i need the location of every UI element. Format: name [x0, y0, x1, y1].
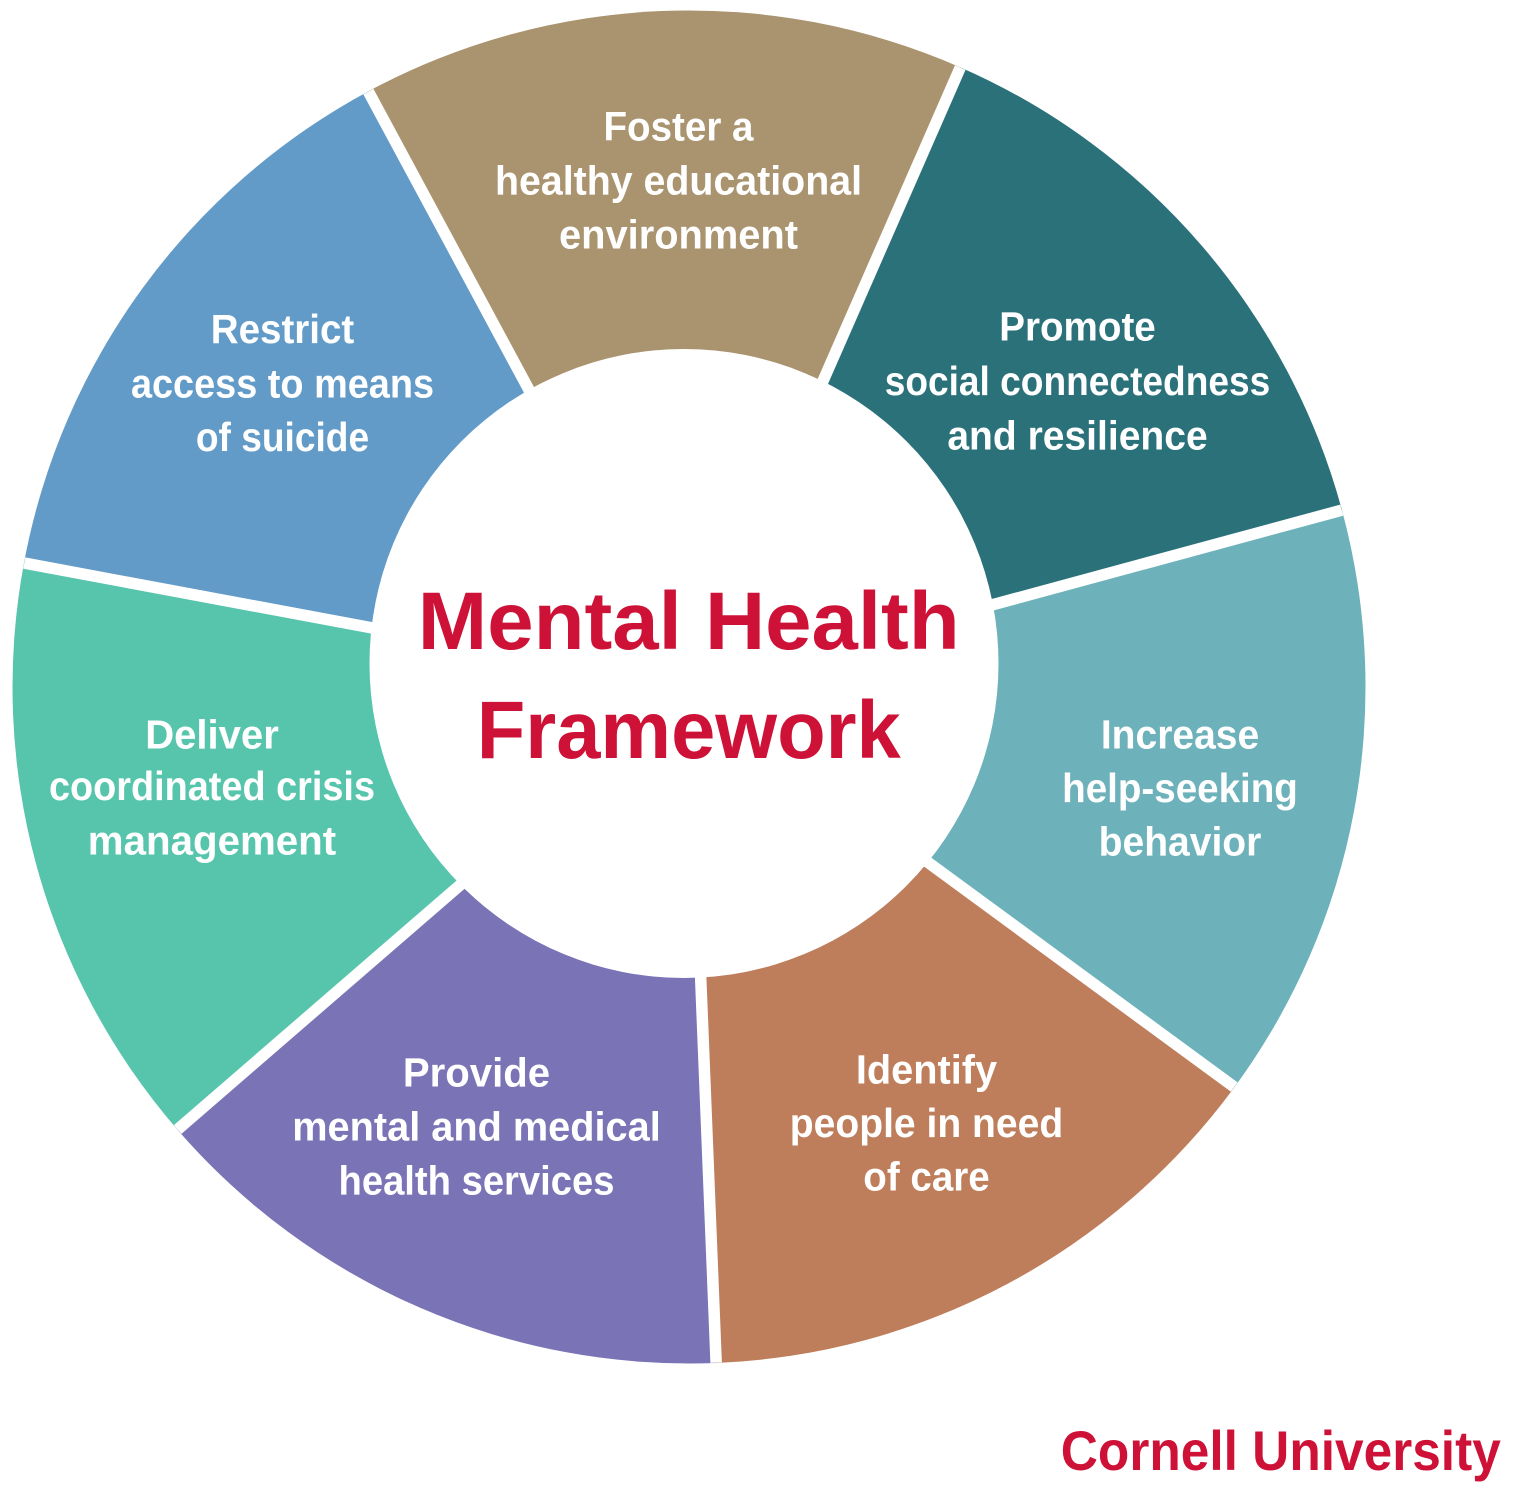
svg-text:Provide: Provide: [403, 1050, 550, 1096]
svg-text:Promote: Promote: [999, 304, 1156, 350]
svg-text:Identify: Identify: [856, 1047, 997, 1093]
svg-text:of care: of care: [863, 1154, 989, 1200]
svg-text:health services: health services: [339, 1158, 615, 1204]
svg-text:and resilience: and resilience: [947, 413, 1207, 459]
svg-text:healthy educational: healthy educational: [495, 158, 862, 204]
svg-text:Deliver: Deliver: [145, 712, 279, 758]
svg-text:of suicide: of suicide: [196, 414, 369, 460]
svg-text:behavior: behavior: [1099, 819, 1262, 865]
svg-text:people in need: people in need: [790, 1100, 1063, 1146]
svg-text:Increase: Increase: [1101, 712, 1259, 758]
svg-text:coordinated crisis: coordinated crisis: [49, 763, 375, 809]
svg-text:access to means: access to means: [131, 361, 434, 407]
svg-text:Restrict: Restrict: [211, 306, 355, 352]
svg-text:help-seeking: help-seeking: [1062, 765, 1298, 811]
svg-text:management: management: [88, 818, 337, 864]
svg-text:Framework: Framework: [477, 685, 901, 776]
svg-text:environment: environment: [559, 212, 798, 258]
svg-text:mental and medical: mental and medical: [292, 1104, 661, 1150]
svg-text:Mental Health: Mental Health: [418, 576, 960, 667]
svg-text:Foster a: Foster a: [604, 104, 755, 150]
svg-text:Cornell University: Cornell University: [1061, 1419, 1501, 1482]
svg-text:social connectedness: social connectedness: [885, 358, 1271, 404]
